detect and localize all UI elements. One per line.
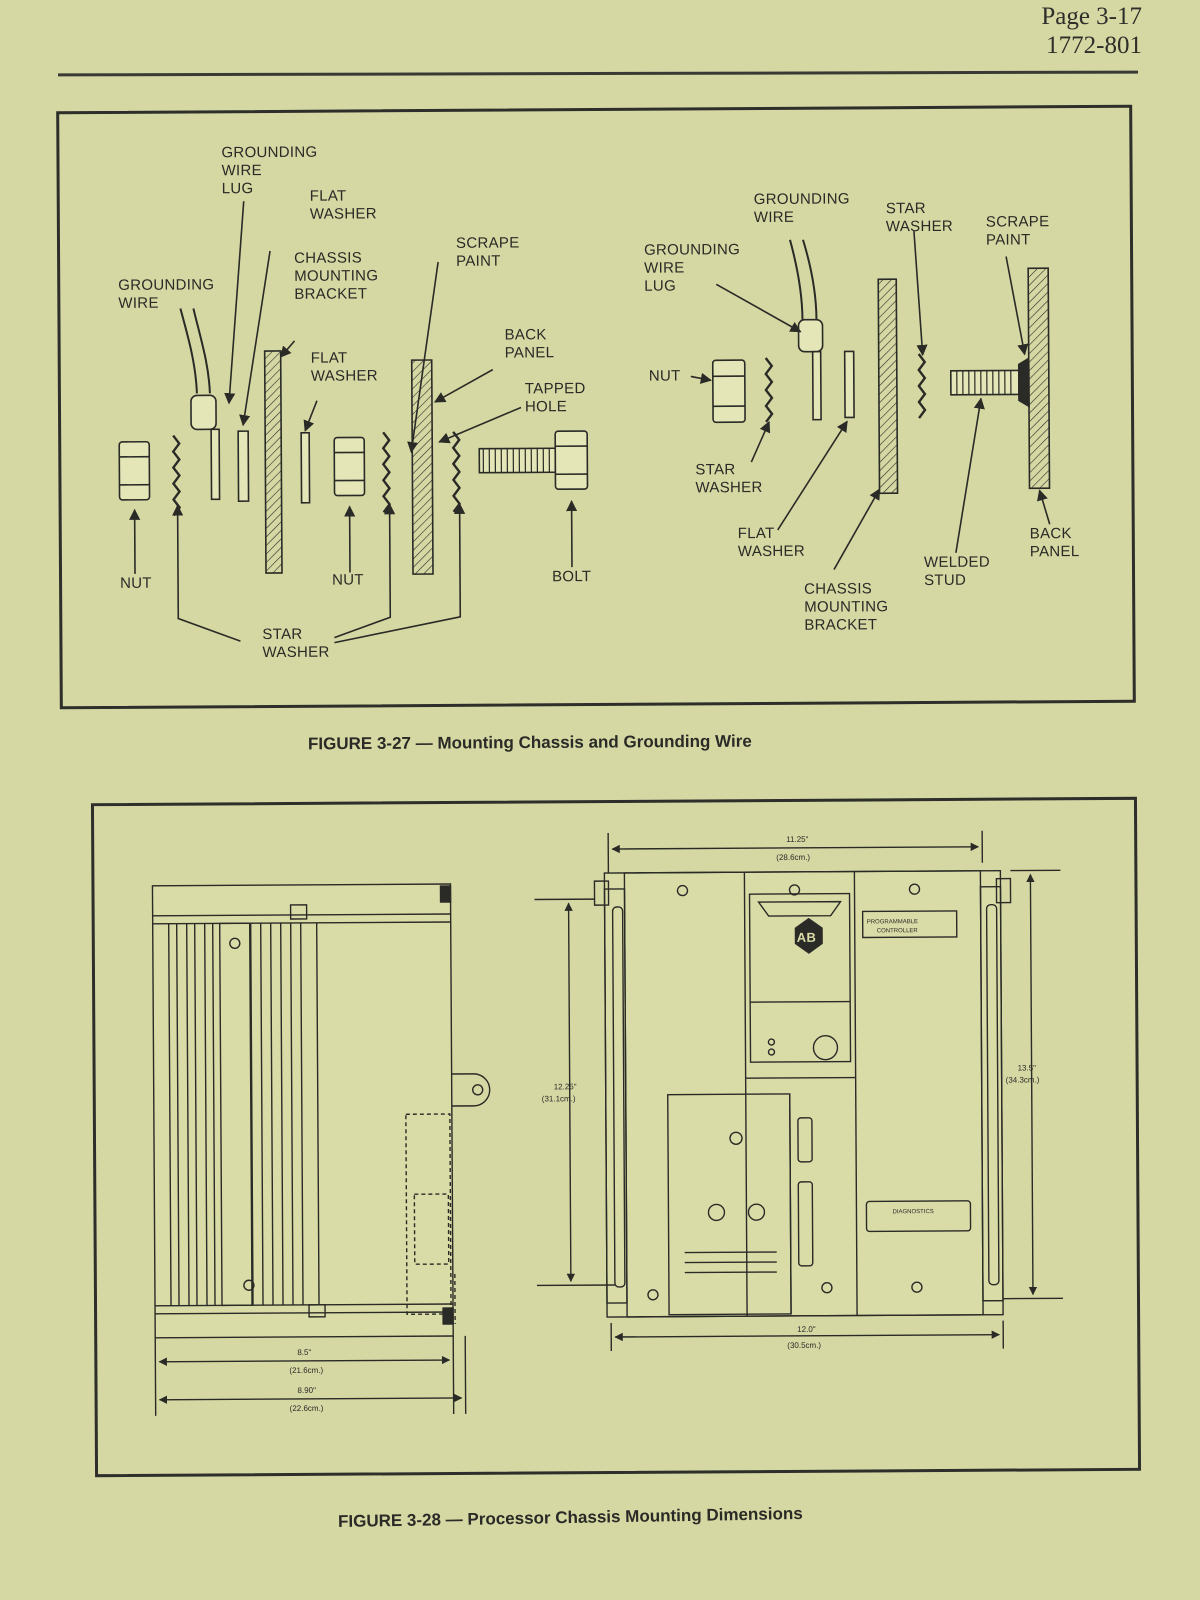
dim-bottom-metric: (30.5cm.): [787, 1341, 821, 1350]
label-r-chassis-mounting-bracket-l2: MOUNTING: [804, 598, 888, 616]
dim-side-b-value: 8.90": [298, 1386, 317, 1395]
label-grounding-wire-lug-l3: LUG: [222, 180, 254, 197]
label-r-grounding-wire-l1: GROUNDING: [754, 190, 850, 208]
label-r-scrape-paint-l1: SCRAPE: [986, 213, 1050, 230]
chassis-dimensions-drawing: AB PROGRAMMABLE CONTROLLER DIAGNOSTICS 1…: [151, 830, 1063, 1416]
label-flat-washer-top-l1: FLAT: [310, 188, 347, 205]
label-flat-washer-mid-l2: WASHER: [311, 367, 378, 384]
star-washer-c-shape: [451, 431, 462, 513]
label-r-welded-stud-l2: STUD: [924, 572, 966, 589]
star-washer-a-shape: [171, 434, 182, 517]
dim-side-a-value: 8.5": [297, 1348, 311, 1357]
page-header: Page 3-17 1772-801: [1041, 2, 1142, 60]
label-scrape-paint-l2: PAINT: [456, 253, 501, 270]
logo-text: AB: [797, 930, 816, 945]
dim-top-value: 11.25": [786, 835, 808, 844]
label-bolt: BOLT: [552, 568, 591, 585]
label-r-nut: NUT: [649, 367, 681, 384]
label-r-grounding-wire-lug-l1: GROUNDING: [644, 241, 740, 259]
label-flat-washer-top-l2: WASHER: [310, 205, 377, 222]
label-back-panel-l1: BACK: [505, 326, 547, 343]
label-grounding-wire-l2: WIRE: [118, 295, 158, 312]
label-tapped-hole-l1: TAPPED: [525, 380, 586, 397]
bolt-shape: [478, 430, 589, 491]
label-star-washer-l2: WASHER: [262, 644, 329, 661]
allen-bradley-logo-icon: [794, 917, 823, 954]
label-r-grounding-wire-lug-l3: LUG: [644, 278, 676, 295]
label-nut-a: NUT: [120, 575, 152, 592]
dim-side-a-metric: (21.6cm.): [289, 1366, 323, 1375]
label-chassis-mounting-bracket-l1: CHASSIS: [294, 249, 362, 266]
flat-washer-b-shape: [300, 431, 311, 504]
header-rule: [57, 70, 1139, 77]
label-r-scrape-paint-l2: PAINT: [986, 231, 1031, 248]
label-tapped-hole-l2: HOLE: [525, 398, 567, 415]
label-r-grounding-wire-l2: WIRE: [754, 209, 794, 226]
chassis-bracket-shape: [263, 350, 283, 574]
back-panel-right-shape: [1027, 267, 1051, 490]
label-r-star-washer-top-l1: STAR: [886, 200, 926, 217]
figure-3-28-caption: FIGURE 3-28 — Processor Chassis Mounting…: [337, 1503, 803, 1532]
star-washer-b-shape: [381, 431, 392, 514]
dim-top-metric: (28.6cm.): [776, 853, 810, 862]
label-grounding-wire-lug-l1: GROUNDING: [221, 144, 317, 162]
grounding-wire-lug-right-shape: [789, 239, 824, 421]
label-r-flat-washer-l2: WASHER: [738, 543, 805, 560]
diagnostics-label: DIAGNOSTICS: [892, 1209, 933, 1215]
star-washer-d-shape: [764, 357, 774, 423]
label-chassis-mounting-bracket-l3: BRACKET: [294, 285, 367, 302]
nut-a-shape: [118, 440, 151, 501]
back-panel-shape: [410, 359, 434, 575]
chassis-bracket-right-shape: [877, 278, 899, 495]
dim-left-value: 12.25": [554, 1082, 577, 1091]
label-scrape-paint-l1: SCRAPE: [456, 234, 520, 251]
figure-3-28-panel: AB PROGRAMMABLE CONTROLLER DIAGNOSTICS 1…: [90, 796, 1142, 1478]
label-flat-washer-mid-l1: FLAT: [311, 350, 348, 367]
dim-side-b-metric: (22.6cm.): [290, 1404, 324, 1413]
welded-stud-shape: [949, 356, 1030, 408]
label-r-chassis-mounting-bracket-l3: BRACKET: [804, 616, 877, 633]
label-back-panel-l2: PANEL: [505, 344, 555, 361]
flat-washer-c-shape: [843, 350, 855, 419]
dim-right-metric: (34.3cm.): [1006, 1075, 1040, 1084]
star-washer-e-shape: [917, 353, 927, 419]
label-r-star-washer-bottom-l1: STAR: [695, 461, 735, 478]
grounding-diagram: GROUNDING WIRE LUG FLAT WASHER CHASSIS M…: [118, 144, 1080, 661]
label-r-welded-stud-l1: WELDED: [924, 554, 990, 571]
grounding-wire-lug-shape: [179, 308, 221, 501]
label-r-star-washer-bottom-l2: WASHER: [695, 479, 762, 496]
label-chassis-mounting-bracket-l2: MOUNTING: [294, 267, 378, 285]
label-r-grounding-wire-lug-l2: WIRE: [644, 259, 684, 276]
label-r-back-panel-l2: PANEL: [1030, 543, 1080, 560]
nut-b-shape: [333, 436, 366, 497]
document-number: 1772-801: [1046, 32, 1142, 59]
nut-c-shape: [711, 359, 746, 424]
chassis-side-view: [151, 883, 491, 1416]
label-r-back-panel-l1: BACK: [1030, 525, 1072, 542]
label-r-chassis-mounting-bracket-l1: CHASSIS: [804, 580, 872, 597]
panel-label-l2: CONTROLLER: [877, 928, 919, 934]
label-grounding-wire-lug-l2: WIRE: [221, 162, 261, 179]
figure-3-27-panel: GROUNDING WIRE LUG FLAT WASHER CHASSIS M…: [56, 104, 1136, 710]
label-nut-b: NUT: [332, 571, 364, 588]
label-star-washer-l1: STAR: [262, 626, 302, 643]
page-number: Page 3-17: [1041, 3, 1142, 30]
label-grounding-wire-l1: GROUNDING: [118, 276, 214, 294]
label-r-star-washer-top-l2: WASHER: [886, 218, 953, 235]
chassis-front-view: [593, 869, 1012, 1318]
dim-right-value: 13.5": [1018, 1063, 1037, 1072]
panel-label-l1: PROGRAMMABLE: [867, 919, 918, 925]
flat-washer-a-shape: [237, 430, 250, 502]
dim-left-metric: (31.1cm.): [542, 1094, 576, 1103]
figure-3-27-caption: FIGURE 3-27 — Mounting Chassis and Groun…: [307, 731, 752, 754]
dim-bottom-value: 12.0": [797, 1325, 816, 1334]
label-r-flat-washer-l1: FLAT: [738, 525, 775, 542]
